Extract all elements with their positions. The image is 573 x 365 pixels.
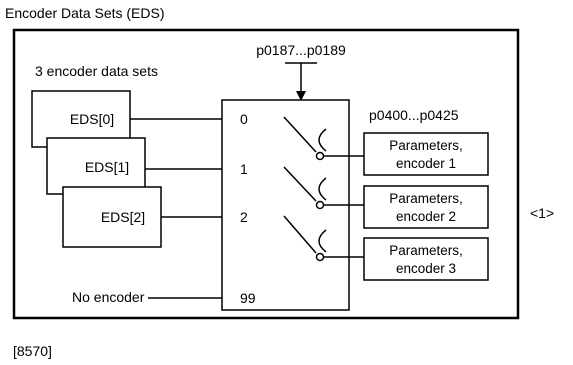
no-encoder-label: No encoder bbox=[72, 289, 145, 305]
parameter-box-line2: encoder 3 bbox=[396, 261, 456, 276]
parameter-box-line2: encoder 2 bbox=[396, 209, 456, 224]
select-parameter-label: p0187...p0189 bbox=[256, 42, 346, 58]
eds-box-label: EDS[1] bbox=[85, 159, 129, 175]
eds-box-1: EDS[1] bbox=[46, 137, 146, 195]
switch-symbol-2 bbox=[283, 166, 364, 210]
switch-input-label: 2 bbox=[240, 209, 248, 225]
outer-frame bbox=[12, 28, 520, 320]
parameter-box-encoder-1: Parameters, encoder 1 bbox=[363, 132, 489, 176]
parameter-box-line2: encoder 1 bbox=[396, 156, 456, 171]
eds-box-label: EDS[0] bbox=[70, 111, 114, 127]
switch-input-label: 1 bbox=[240, 161, 248, 177]
switch-symbol-3 bbox=[283, 215, 364, 262]
footer-reference: [8570] bbox=[13, 343, 52, 359]
switch-input-label: 99 bbox=[240, 290, 256, 306]
parameter-box-encoder-2: Parameters, encoder 2 bbox=[363, 185, 489, 229]
eds-box-2: EDS[2] bbox=[62, 186, 162, 248]
side-note: <1> bbox=[530, 205, 554, 221]
eds-group-label: 3 encoder data sets bbox=[35, 63, 158, 79]
switch-input-label: 0 bbox=[240, 111, 248, 127]
parameter-box-encoder-3: Parameters, encoder 3 bbox=[363, 237, 489, 281]
diagram-title: Encoder Data Sets (EDS) bbox=[5, 5, 165, 21]
parameter-box-line1: Parameters, bbox=[389, 138, 463, 153]
switch-symbol-1 bbox=[283, 116, 364, 161]
parameter-box-line1: Parameters, bbox=[389, 243, 463, 258]
parameter-box-line1: Parameters, bbox=[389, 191, 463, 206]
eds-box-label: EDS[2] bbox=[101, 209, 145, 225]
output-parameter-label: p0400...p0425 bbox=[369, 107, 459, 123]
